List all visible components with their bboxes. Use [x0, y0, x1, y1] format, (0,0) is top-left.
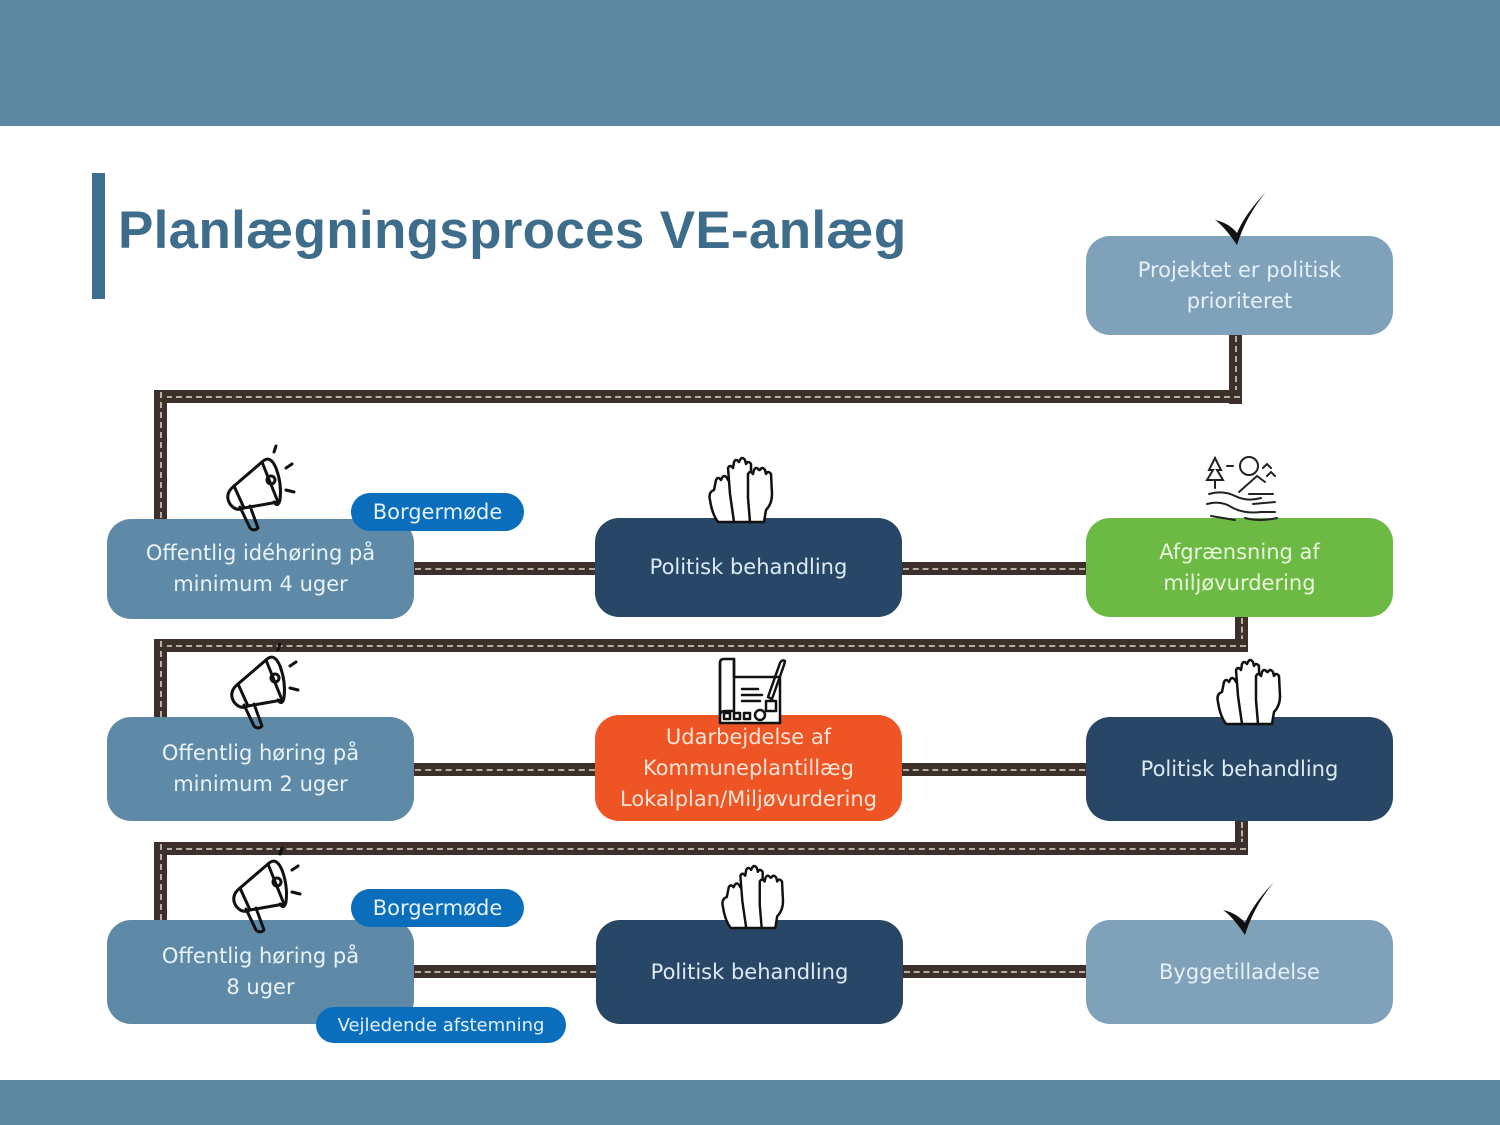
road-segment: [413, 965, 598, 978]
raised-hands-icon: [718, 864, 786, 930]
step-label: Politisk behandling: [1140, 756, 1339, 781]
raised-hands-icon: [1214, 658, 1282, 726]
step-byggetilladelse: Byggetilladelse: [1086, 920, 1393, 1024]
step-label: Offentlig høring på minimum 2 uger: [161, 741, 360, 796]
header-bar: [0, 0, 1500, 126]
page-title: Planlægningsproces VE-anlæg: [118, 201, 907, 260]
step-label: Afgrænsning af miljøvurdering: [1159, 539, 1320, 595]
road-segment: [154, 842, 167, 922]
megaphone-icon: [222, 642, 308, 730]
checkmark-icon: [1220, 879, 1276, 939]
step-label: Byggetilladelse: [1159, 959, 1320, 984]
step-offentlig-horing-8-uger: Offentlig høring på 8 uger: [107, 920, 414, 1024]
step-politisk-behandling-3: Politisk behandling: [596, 920, 903, 1024]
road-segment: [901, 763, 1087, 776]
road-segment: [902, 965, 1087, 978]
step-politisk-behandling-2: Politisk behandling: [1086, 717, 1393, 821]
road-segment: [413, 763, 597, 776]
step-label: Offentlig høring på 8 uger: [161, 944, 360, 999]
document-pen-icon: [714, 657, 787, 725]
step-offentlig-horing-2-uger: Offentlig høring på minimum 2 uger: [107, 717, 414, 821]
road-segment: [154, 842, 1248, 855]
road-segment: [1229, 334, 1242, 404]
road-segment: [154, 639, 167, 719]
badge-vejledende-afstemning: Vejledende afstemning: [316, 1007, 566, 1043]
landscape-icon: [1205, 455, 1279, 526]
step-label: Udarbejdelse af Kommuneplantillæg Lokalp…: [620, 724, 877, 811]
road-segment: [154, 639, 1248, 652]
megaphone-icon: [224, 846, 310, 934]
step-politisk-behandling-1: Politisk behandling: [595, 518, 902, 617]
road-segment: [154, 390, 167, 520]
step-label: Projektet er politisk prioriteret: [1137, 257, 1342, 313]
road-segment: [901, 562, 1087, 575]
step-udarbejdelse: Udarbejdelse af Kommuneplantillæg Lokalp…: [595, 715, 902, 821]
step-afgraensning-miljovurdering: Afgrænsning af miljøvurdering: [1086, 518, 1393, 617]
raised-hands-icon: [706, 456, 774, 524]
road-segment: [154, 390, 1242, 403]
step-label: Offentlig idéhøring på minimum 4 uger: [145, 541, 376, 596]
step-projektet-prioriteret: Projektet er politisk prioriteret: [1086, 236, 1393, 335]
badge-borgermode: Borgermøde: [351, 493, 524, 531]
step-label: Politisk behandling: [649, 555, 848, 579]
title-accent-bar: [92, 173, 105, 299]
step-offentlig-idehoring: Offentlig idéhøring på minimum 4 uger: [107, 519, 414, 619]
megaphone-icon: [218, 444, 304, 532]
checkmark-icon: [1212, 190, 1268, 248]
road-segment: [413, 562, 597, 575]
step-label: Politisk behandling: [650, 959, 849, 984]
footer-bar: [0, 1080, 1500, 1125]
badge-borgermode: Borgermøde: [351, 889, 524, 927]
